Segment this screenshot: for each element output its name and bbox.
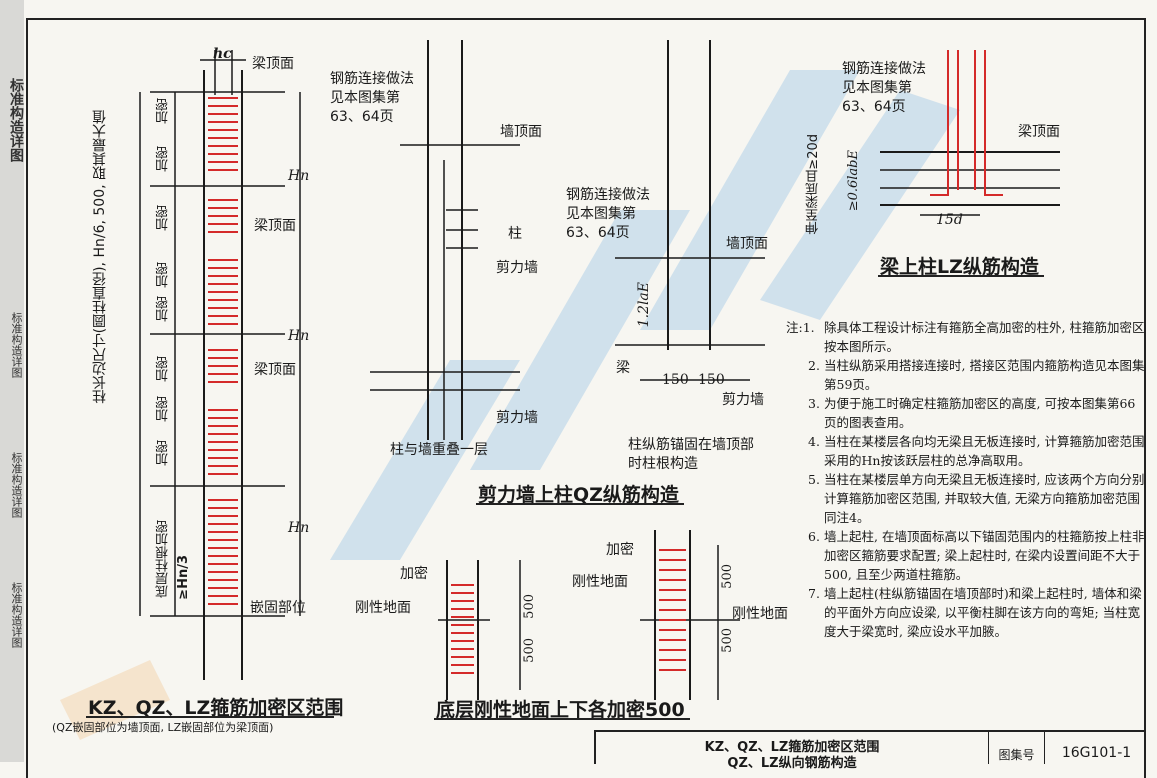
qz-caption-underline bbox=[476, 503, 684, 505]
structural-drawing bbox=[139, 40, 1060, 700]
beam-top-label-2: 梁顶面 bbox=[254, 218, 296, 234]
fig-e-rigid-left: 刚性地面 bbox=[355, 600, 411, 616]
rebar-d bbox=[930, 50, 1003, 196]
fig-d-15d: 15d bbox=[936, 212, 963, 228]
note-text: 墙上起柱, 在墙顶面标高以下锚固范围内的柱箍筋按上柱非加密区箍筋要求配置; 梁上… bbox=[824, 529, 1145, 582]
atlas-number-label: 图集号 bbox=[988, 732, 1044, 764]
note-num: 6. bbox=[808, 529, 820, 544]
side-index-tabs: 标准构造详图 标准构造详图 标准构造详图 标准构造详图 bbox=[0, 0, 24, 762]
notes-block: 注:1. 除具体工程设计标注有箍筋全高加密的柱外, 柱箍筋加密区按本图所示。 2.… bbox=[786, 318, 1146, 641]
fig-e-underline bbox=[434, 718, 690, 720]
fig-c-wall-top: 墙顶面 bbox=[726, 236, 768, 252]
dense-zone-label-7: 加密 bbox=[156, 396, 171, 422]
note-num: 3. bbox=[808, 396, 820, 411]
beam-top-label-1: 梁顶面 bbox=[252, 56, 294, 72]
fig-e-dim-500-b: 500 bbox=[522, 638, 537, 663]
dense-zone-label-3: 加密 bbox=[156, 205, 171, 231]
fig-c-dim-150-a: 150 bbox=[662, 372, 689, 388]
hoops-a bbox=[208, 97, 238, 605]
fig-d-underline bbox=[878, 275, 1044, 277]
beam-top-label-3: 梁顶面 bbox=[254, 362, 296, 378]
dense-zone-label-8: 加密 bbox=[156, 440, 171, 466]
fig-e-caption: 底层刚性地面上下各加密500 bbox=[436, 699, 685, 721]
fig-d-anchor-len: ≥0.6labE bbox=[846, 150, 861, 212]
note-text: 为便于施工时确定柱箍筋加密区的高度, 可按本图集第66页的图表查用。 bbox=[824, 396, 1136, 430]
hc-label: hc bbox=[213, 46, 232, 62]
side-tab-4[interactable]: 标准构造详图 bbox=[10, 582, 23, 648]
dense-zone-label-4: 加密 bbox=[156, 262, 171, 288]
note-text: 当柱在某楼层各向均无梁且无板连接时, 计算箍筋加密范围采用的Hn按该跃层柱的总净… bbox=[824, 434, 1145, 468]
hn-label-3: Hn bbox=[288, 520, 310, 536]
fig-c-lae-dim: 1.2laE bbox=[636, 282, 652, 328]
hn-label-1: Hn bbox=[288, 168, 310, 184]
title-line-1: KZ、QZ、LZ箍筋加密区范围 bbox=[704, 740, 880, 755]
fig-c-beam-label: 梁 bbox=[616, 360, 630, 376]
note-num: 5. bbox=[808, 472, 820, 487]
fig-b-conn-note: 钢筋连接做法见本图集第63、64页 bbox=[330, 71, 414, 125]
fig-e-dim-500-c: 500 bbox=[720, 564, 735, 589]
fig-e-dim-500-d: 500 bbox=[720, 628, 735, 653]
fig-e-dim-500-a: 500 bbox=[522, 594, 537, 619]
dense-zone-label-6: 加密 bbox=[156, 356, 171, 382]
fig-b-overlap-caption: 柱与墙重叠一层 bbox=[390, 442, 488, 458]
bottom-dense-label: 底层柱根加密 bbox=[156, 520, 171, 598]
note-text: 墙上起柱(柱纵筋锚固在墙顶部时)和梁上起柱时, 墙体和梁的平面外方向应设梁, 以… bbox=[824, 586, 1142, 639]
note-num: 注:1. bbox=[786, 320, 815, 335]
note-num: 7. bbox=[808, 586, 820, 601]
fig-b-column-label: 柱 bbox=[508, 226, 522, 242]
fig-d-conn-note: 钢筋连接做法见本图集第63、64页 bbox=[842, 61, 926, 115]
note-item: 4. 当柱在某楼层各向均无梁且无板连接时, 计算箍筋加密范围采用的Hn按该跃层柱的… bbox=[786, 432, 1146, 470]
dense-zone-label-5: 加密 bbox=[156, 296, 171, 322]
fig-c-shear-wall-label: 剪力墙 bbox=[722, 392, 764, 408]
note-item: 3. 为便于施工时确定柱箍筋加密区的高度, 可按本图集第66页的图表查用。 bbox=[786, 394, 1146, 432]
note-num: 2. bbox=[808, 358, 820, 373]
fig-b-wall-top: 墙顶面 bbox=[500, 124, 542, 140]
note-item: 7. 墙上起柱(柱纵筋锚固在墙顶部时)和梁上起柱时, 墙体和梁的平面外方向应设梁,… bbox=[786, 584, 1146, 641]
dense-zone-label-1: 加密 bbox=[156, 98, 171, 124]
fig-c-small-caption: 柱纵筋锚固在墙顶部时柱根构造 bbox=[628, 437, 754, 472]
fig-e-dense-right: 加密 bbox=[606, 542, 634, 558]
title-line-2: QZ、LZ纵向钢筋构造 bbox=[727, 756, 857, 771]
fig-a-underline bbox=[86, 716, 334, 718]
title-block-title: KZ、QZ、LZ箍筋加密区范围 QZ、LZ纵向钢筋构造 bbox=[596, 732, 988, 771]
dense-zone-label-2: 加密 bbox=[156, 146, 171, 172]
fig-e-rigid-right: 刚性地面 bbox=[572, 574, 628, 590]
qz-caption: 剪力墙上柱QZ纵筋构造 bbox=[478, 484, 679, 506]
hn-label-2: Hn bbox=[288, 328, 310, 344]
long-side-dim-label: 柱长边尺寸(圆柱直径), Hn/6, 500, 取其最大值 bbox=[92, 110, 108, 404]
fig-e-rigid-right-2: 刚性地面 bbox=[732, 606, 788, 622]
fig-d-anchor-note: 伸至梁底且≥20d bbox=[806, 134, 821, 235]
fig-d-beam-top: 梁顶面 bbox=[1018, 124, 1060, 140]
atlas-number-value: 16G101-1 bbox=[1044, 732, 1148, 764]
drawing-frame bbox=[26, 18, 1146, 778]
hoops-e bbox=[451, 549, 686, 674]
fig-a-caption: KZ、QZ、LZ箍筋加密区范围 bbox=[88, 697, 344, 719]
fig-e-dense-left: 加密 bbox=[400, 566, 428, 582]
side-tab-2[interactable]: 标准构造详图 bbox=[10, 312, 23, 378]
embed-position-label: 嵌固部位 bbox=[250, 600, 306, 616]
note-item: 6. 墙上起柱, 在墙顶面标高以下锚固范围内的柱箍筋按上柱非加密区箍筋要求配置; … bbox=[786, 527, 1146, 584]
fig-d-caption: 梁上柱LZ纵筋构造 bbox=[880, 256, 1039, 278]
fig-a-subcaption: (QZ嵌固部位为墙顶面, LZ嵌固部位为梁顶面) bbox=[52, 721, 274, 734]
note-item: 注:1. 除具体工程设计标注有箍筋全高加密的柱外, 柱箍筋加密区按本图所示。 bbox=[786, 318, 1146, 356]
fig-c-dim-150-b: 150 bbox=[698, 372, 725, 388]
fig-b-shear-wall-label-2: 剪力墙 bbox=[496, 410, 538, 426]
fig-b-shear-wall-label: 剪力墙 bbox=[496, 260, 538, 276]
note-item: 2. 当柱纵筋采用搭接连接时, 搭接区范围内箍筋构造见本图集第59页。 bbox=[786, 356, 1146, 394]
note-num: 4. bbox=[808, 434, 820, 449]
note-item: 5. 当柱在某楼层单方向无梁且无板连接时, 应该两个方向分别计算箍筋加密区范围, … bbox=[786, 470, 1146, 527]
note-text: 当柱在某楼层单方向无梁且无板连接时, 应该两个方向分别计算箍筋加密区范围, 并取… bbox=[824, 472, 1145, 525]
watermark-graphic bbox=[60, 70, 960, 740]
title-block: KZ、QZ、LZ箍筋加密区范围 QZ、LZ纵向钢筋构造 图集号 16G101-1 bbox=[594, 730, 1148, 771]
side-tab-1[interactable]: 标准构造详图 bbox=[8, 78, 24, 162]
note-text: 当柱纵筋采用搭接连接时, 搭接区范围内箍筋构造见本图集第59页。 bbox=[824, 358, 1145, 392]
note-text: 除具体工程设计标注有箍筋全高加密的柱外, 柱箍筋加密区按本图所示。 bbox=[824, 320, 1145, 354]
fig-c-conn-note: 钢筋连接做法见本图集第63、64页 bbox=[566, 187, 650, 241]
side-tab-3[interactable]: 标准构造详图 bbox=[10, 452, 23, 518]
bottom-dense-value: ≥Hn/3 bbox=[176, 555, 191, 600]
